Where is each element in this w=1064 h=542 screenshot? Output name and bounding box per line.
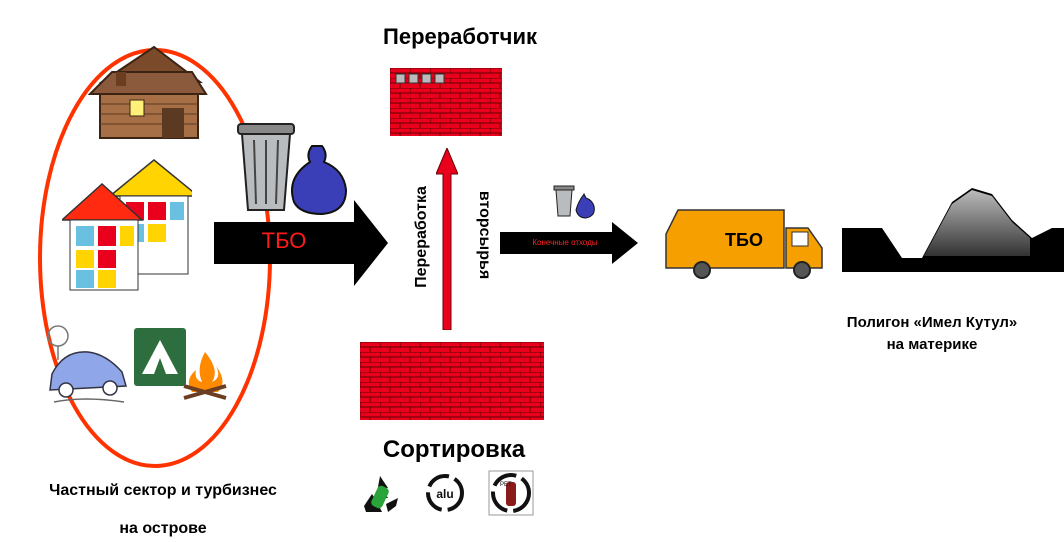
recycle-pet-icon: PET bbox=[488, 470, 534, 516]
landfill-icon bbox=[842, 188, 1064, 272]
svg-text:PET: PET bbox=[500, 482, 512, 488]
trash-can-bag-icon bbox=[237, 123, 348, 216]
log-cabin-icon bbox=[87, 45, 208, 139]
hotel-services-houses-icon bbox=[62, 159, 192, 291]
sorting-brick-wall bbox=[360, 342, 544, 420]
processor-brick-wall bbox=[390, 68, 502, 136]
campfire-icon bbox=[183, 352, 227, 400]
landfill-caption-line2: на материке bbox=[886, 336, 978, 353]
sorting-title: Сортировка bbox=[382, 436, 526, 463]
recycling-arrow-label-line1: Переработка bbox=[413, 186, 430, 288]
garbage-truck-icon bbox=[665, 209, 823, 279]
small-trash-can-bag-icon bbox=[553, 185, 595, 219]
recycling-up-arrow bbox=[436, 148, 458, 330]
msw-flow-arrow bbox=[214, 200, 388, 286]
car-trip-icon bbox=[47, 325, 127, 403]
recycling-arrow-label-line2: вторсырья bbox=[476, 190, 493, 280]
recycle-alu-icon: alu bbox=[426, 474, 464, 512]
processor-title: Переработчик bbox=[383, 24, 537, 49]
camping-tent-icon bbox=[134, 328, 186, 386]
source-caption-line2: на острове bbox=[119, 520, 207, 537]
source-caption-line1: Частный сектор и турбизнес bbox=[49, 482, 277, 499]
final-waste-arrow bbox=[500, 222, 638, 264]
truck-label: ТБО bbox=[725, 230, 763, 250]
msw-flow-arrow-label: ТБО bbox=[261, 228, 307, 253]
svg-text:alu: alu bbox=[436, 487, 453, 501]
recycle-glass-icon bbox=[364, 476, 398, 512]
landfill-caption-line1: Полигон «Имел Кутул» bbox=[846, 314, 1018, 331]
final-waste-arrow-label: Конечные отходы bbox=[532, 238, 598, 247]
